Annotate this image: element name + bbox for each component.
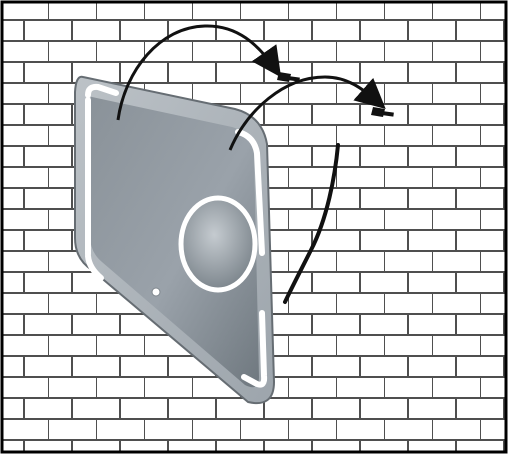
magnifier-mirror (181, 198, 255, 290)
touch-switch (152, 288, 160, 296)
